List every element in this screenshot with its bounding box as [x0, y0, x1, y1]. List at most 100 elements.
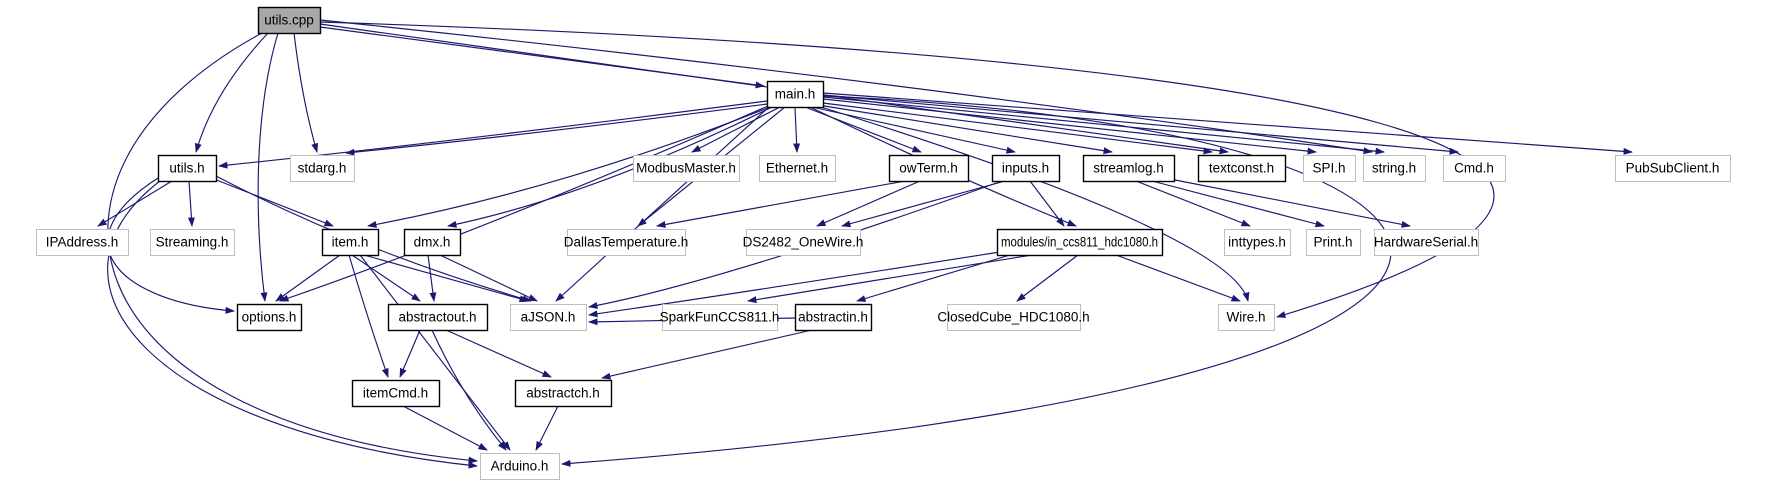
node-box-Cmd.h[interactable] — [1443, 155, 1506, 182]
graph-node-inputs.h[interactable]: inputs.h — [991, 154, 1061, 183]
node-box-inttypes.h[interactable] — [1224, 229, 1291, 256]
node-box-textconst.h[interactable] — [1197, 154, 1287, 183]
node-box-item.h[interactable] — [321, 228, 380, 257]
node-box-abstractin.h[interactable] — [794, 303, 873, 332]
include-edge-main.h-to-dmx.h — [447, 106, 773, 228]
graph-node-Streaming.h[interactable]: Streaming.h — [150, 229, 235, 256]
include-edge-itemCmd.h-to-Arduino.h — [402, 405, 488, 451]
graph-node-utils.h[interactable]: utils.h — [157, 154, 218, 183]
node-box-inputs.h[interactable] — [991, 154, 1061, 183]
node-box-aJSON.h[interactable] — [510, 304, 587, 331]
include-edge-abstractout.h-to-itemCmd.h — [399, 329, 421, 378]
graph-node-ClosedCube_HDC1080.h[interactable]: ClosedCube_HDC1080.h — [937, 304, 1090, 331]
include-edge-inputs.h-to-modules_in_ccs811_hdc1080.h — [1029, 180, 1065, 227]
graph-node-abstractin.h[interactable]: abstractin.h — [794, 303, 873, 332]
graph-node-modules_in_ccs811_hdc1080.h[interactable]: modules/in_ccs811_hdc1080.h — [996, 228, 1164, 257]
graph-node-inttypes.h[interactable]: inttypes.h — [1224, 229, 1291, 256]
node-box-string.h[interactable] — [1363, 155, 1426, 182]
graph-node-SparkFunCCS811.h[interactable]: SparkFunCCS811.h — [660, 304, 780, 331]
graph-node-abstractout.h[interactable]: abstractout.h — [387, 303, 489, 332]
node-box-abstractout.h[interactable] — [387, 303, 489, 332]
node-box-modules_in_ccs811_hdc1080.h[interactable] — [996, 228, 1164, 257]
graph-node-owTerm.h[interactable]: owTerm.h — [888, 154, 970, 183]
node-box-Ethernet.h[interactable] — [759, 155, 836, 182]
graph-node-IPAddress.h[interactable]: IPAddress.h — [36, 229, 129, 256]
graph-node-DallasTemperature.h[interactable]: DallasTemperature.h — [564, 229, 689, 256]
node-box-HardwareSerial.h[interactable] — [1374, 229, 1479, 256]
node-label-stdarg.h: stdarg.h — [298, 161, 347, 176]
node-box-PubSubClient.h[interactable] — [1615, 155, 1731, 182]
node-box-dmx.h[interactable] — [403, 228, 462, 257]
graph-node-HardwareSerial.h[interactable]: HardwareSerial.h — [1374, 229, 1479, 256]
graph-node-PubSubClient.h[interactable]: PubSubClient.h — [1615, 155, 1731, 182]
node-label-ModbusMaster.h: ModbusMaster.h — [636, 161, 736, 176]
node-box-stdarg.h[interactable] — [290, 155, 355, 182]
graph-node-Wire.h[interactable]: Wire.h — [1218, 304, 1275, 331]
include-edge-main.h-to-utils.h — [218, 100, 768, 169]
node-box-ClosedCube_HDC1080.h[interactable] — [947, 304, 1081, 331]
node-box-streamlog.h[interactable] — [1082, 154, 1176, 183]
node-box-Streaming.h[interactable] — [150, 229, 235, 256]
node-box-abstractch.h[interactable] — [514, 379, 613, 408]
graph-node-aJSON.h[interactable]: aJSON.h — [510, 304, 587, 331]
include-edge-streamlog.h-to-HardwareSerial.h — [1169, 178, 1411, 228]
graph-node-options.h[interactable]: options.h — [236, 303, 303, 332]
node-box-itemCmd.h[interactable] — [351, 379, 441, 408]
include-edge-main.h-to-Arduino.h — [561, 95, 1392, 467]
include-edge-modules_in_ccs811_hdc1080.h-to-abstractin.h — [856, 254, 1011, 302]
graph-node-Cmd.h[interactable]: Cmd.h — [1443, 155, 1506, 182]
include-edge-utils.cpp-to-utils.h — [194, 32, 269, 153]
node-box-utils.h[interactable] — [157, 154, 218, 183]
include-edge-item.h-to-Arduino.h — [359, 254, 511, 451]
node-label-aJSON.h: aJSON.h — [521, 310, 576, 325]
node-label-abstractin.h: abstractin.h — [798, 310, 868, 325]
graph-node-ModbusMaster.h[interactable]: ModbusMaster.h — [633, 155, 740, 182]
graph-node-main.h[interactable]: main.h — [766, 80, 825, 109]
include-edge-main.h-to-options.h — [279, 105, 769, 302]
graph-node-Ethernet.h[interactable]: Ethernet.h — [759, 155, 836, 182]
node-box-Arduino.h[interactable] — [480, 453, 560, 480]
node-box-options.h[interactable] — [236, 303, 303, 332]
node-box-SparkFunCCS811.h[interactable] — [662, 304, 778, 331]
include-edge-item.h-to-abstractout.h — [351, 254, 421, 302]
graph-node-dmx.h[interactable]: dmx.h — [403, 228, 462, 257]
graph-node-abstractch.h[interactable]: abstractch.h — [514, 379, 613, 408]
node-box-SPI.h[interactable] — [1303, 155, 1356, 182]
include-edge-main.h-to-streamlog.h — [817, 104, 1113, 155]
include-edge-utils.h-to-Streaming.h — [187, 180, 195, 227]
node-box-main.h[interactable] — [766, 80, 825, 109]
graph-node-item.h[interactable]: item.h — [321, 228, 380, 257]
include-edge-utils.cpp-to-string.h — [319, 19, 1373, 155]
include-edge-main.h-to-item.h — [367, 106, 771, 228]
node-box-IPAddress.h[interactable] — [36, 229, 129, 256]
node-label-options.h: options.h — [242, 310, 297, 325]
node-label-SparkFunCCS811.h: SparkFunCCS811.h — [660, 310, 780, 325]
node-label-Cmd.h: Cmd.h — [1454, 161, 1494, 176]
include-edge-main.h-to-SPI.h — [822, 98, 1317, 155]
node-label-Wire.h: Wire.h — [1226, 310, 1265, 325]
include-edge-main.h-to-string.h — [822, 96, 1385, 155]
node-box-DS2482_OneWire.h[interactable] — [746, 229, 861, 256]
node-box-Print.h[interactable] — [1306, 229, 1361, 256]
node-label-abstractout.h: abstractout.h — [398, 310, 476, 325]
graph-node-DS2482_OneWire.h[interactable]: DS2482_OneWire.h — [743, 229, 864, 256]
node-box-ModbusMaster.h[interactable] — [633, 155, 740, 182]
node-label-HardwareSerial.h: HardwareSerial.h — [1374, 235, 1478, 250]
node-box-Wire.h[interactable] — [1218, 304, 1275, 331]
graph-node-SPI.h[interactable]: SPI.h — [1303, 155, 1356, 182]
graph-node-streamlog.h[interactable]: streamlog.h — [1082, 154, 1176, 183]
node-box-DallasTemperature.h[interactable] — [567, 229, 686, 256]
graph-node-textconst.h[interactable]: textconst.h — [1197, 154, 1287, 183]
include-edge-streamlog.h-to-inttypes.h — [1135, 180, 1251, 227]
graph-node-Print.h[interactable]: Print.h — [1306, 229, 1361, 256]
graph-node-Arduino.h[interactable]: Arduino.h — [480, 453, 560, 480]
include-edge-owTerm.h-to-DS2482_OneWire.h — [816, 180, 921, 227]
nodes-layer: utils.cpp main.h utils.h stdarg.h ModbusMast… — [36, 6, 1731, 480]
graph-node-string.h[interactable]: string.h — [1363, 155, 1426, 182]
include-edge-inputs.h-to-DS2482_OneWire.h — [841, 180, 1006, 228]
graph-node-itemCmd.h[interactable]: itemCmd.h — [351, 379, 441, 408]
graph-node-utils.cpp: utils.cpp — [257, 6, 322, 35]
node-box-owTerm.h[interactable] — [888, 154, 970, 183]
include-edge-item.h-to-aJSON.h — [363, 254, 529, 303]
graph-node-stdarg.h[interactable]: stdarg.h — [290, 155, 355, 182]
